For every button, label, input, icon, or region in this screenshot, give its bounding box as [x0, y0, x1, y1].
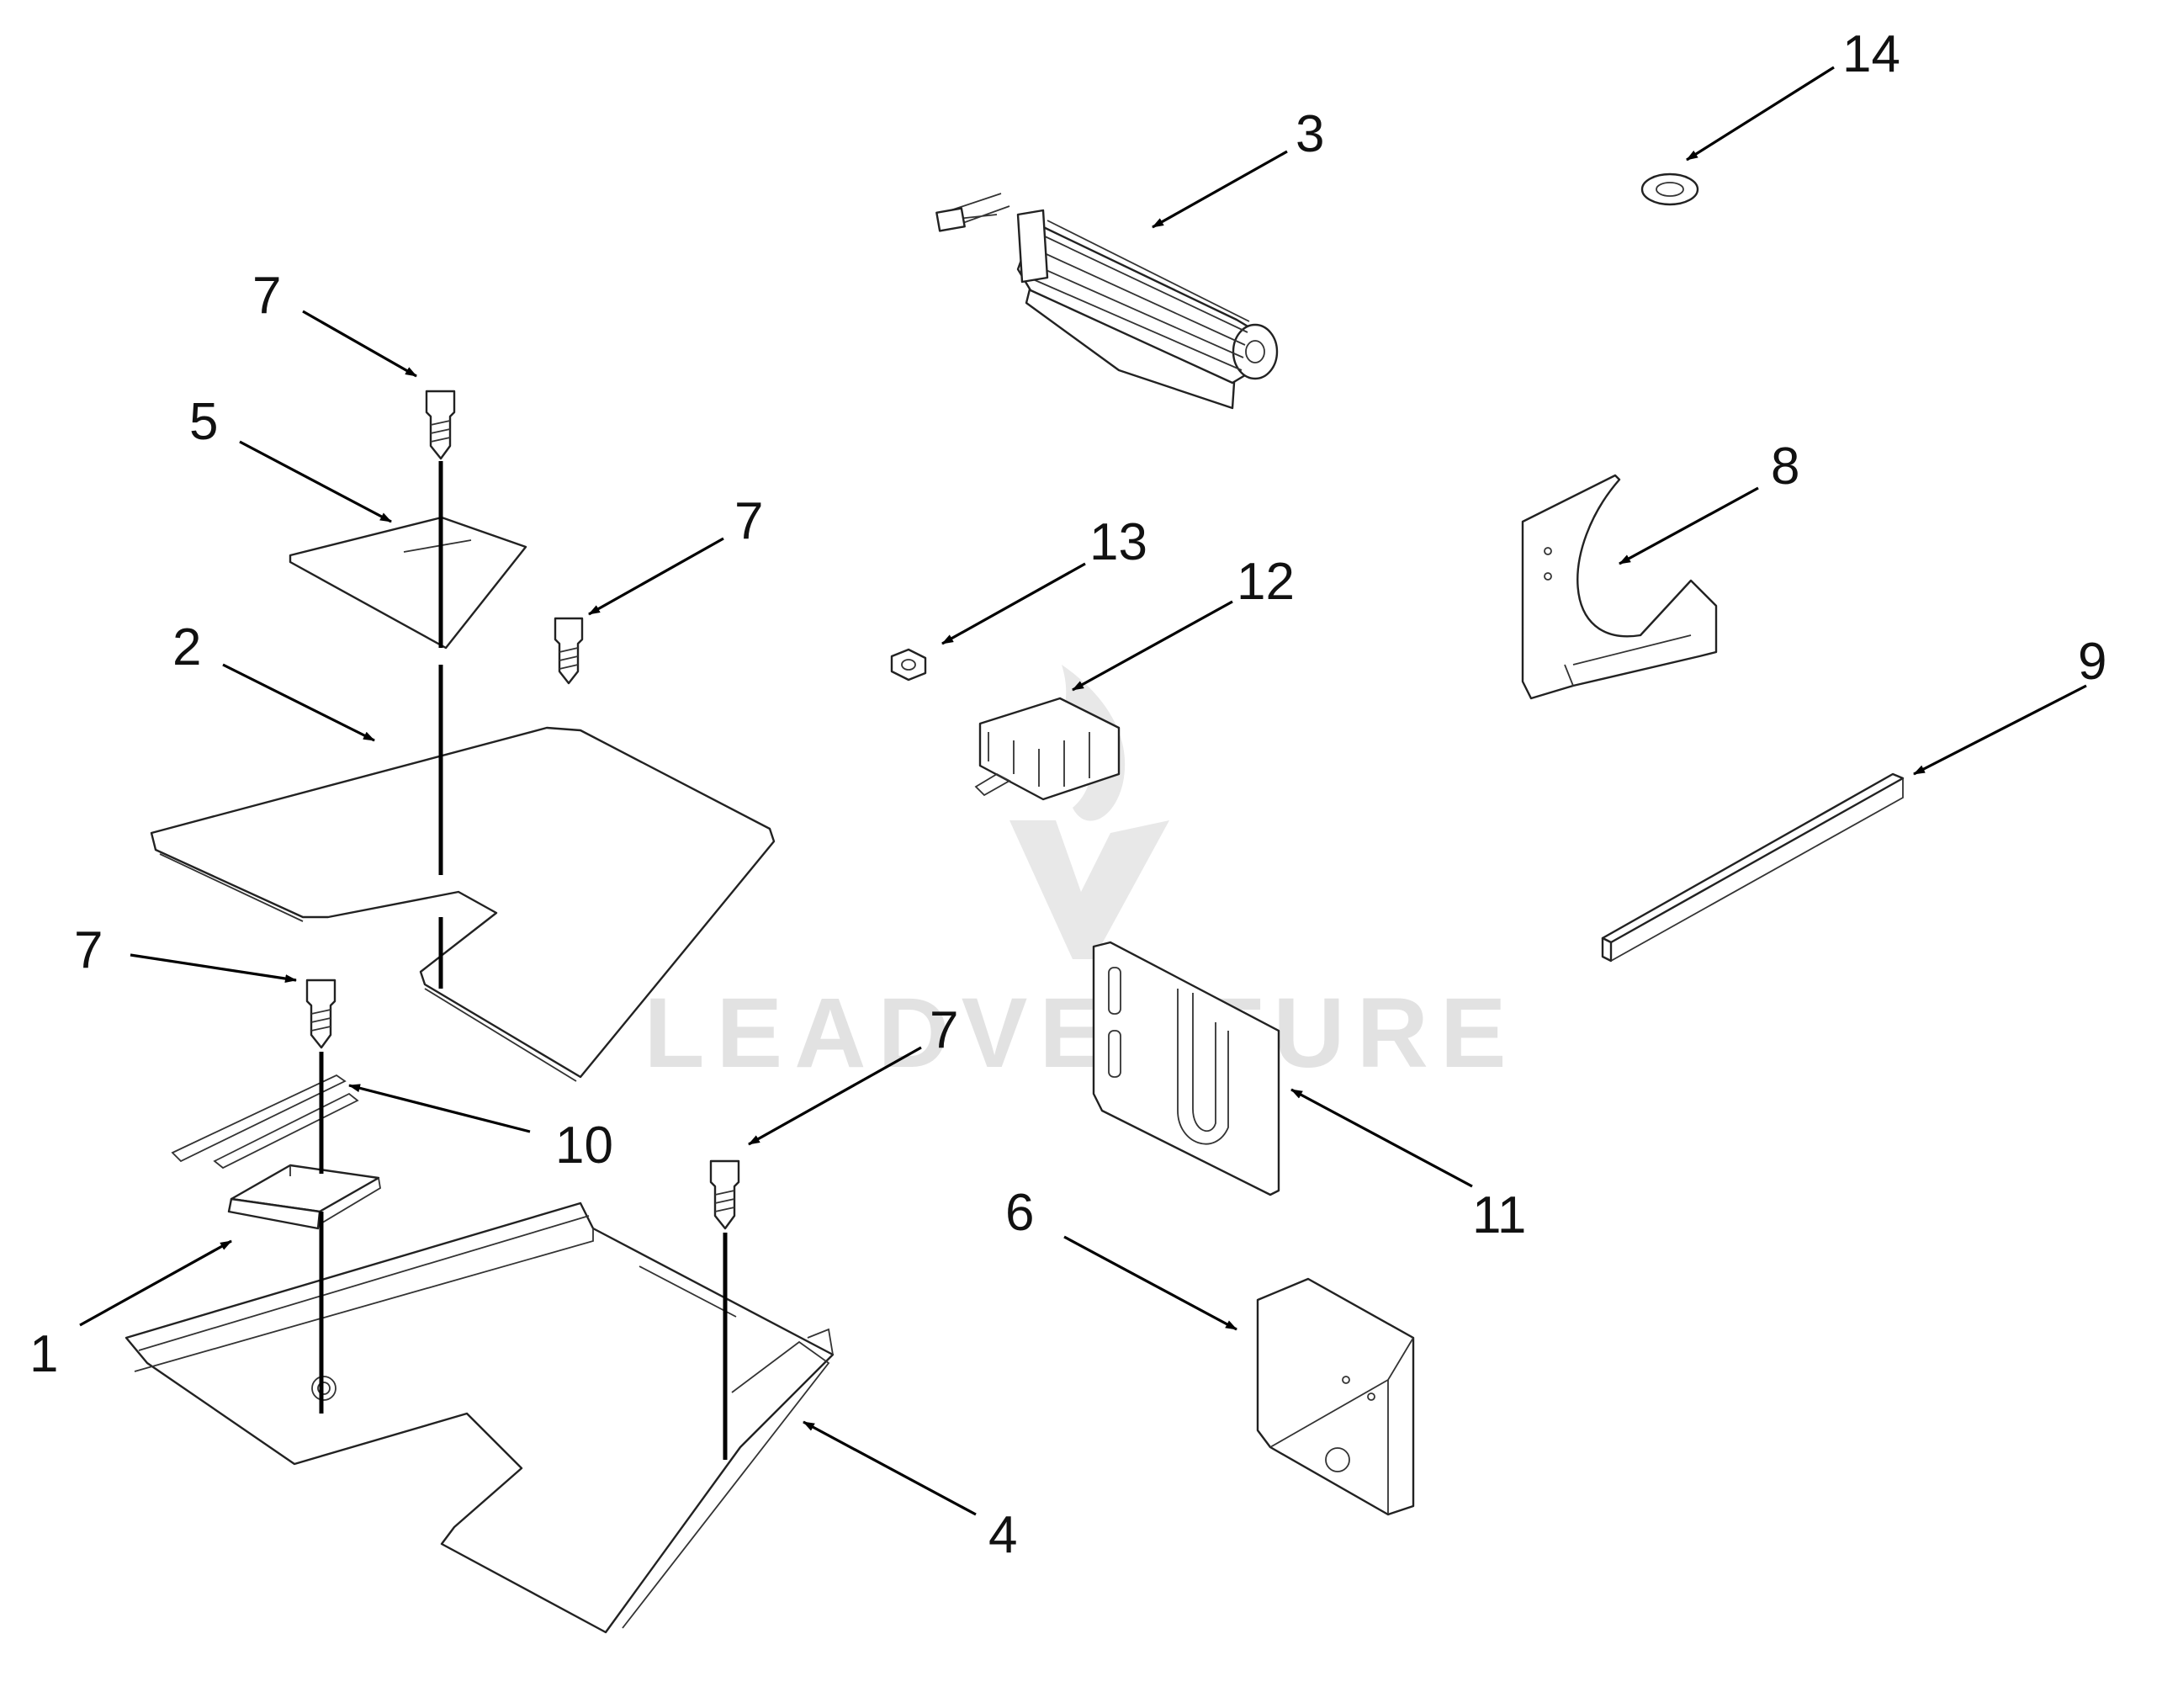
callout-6: 6: [1005, 1184, 1034, 1242]
part-2-plate: [150, 726, 776, 1082]
part-7-screw-c: [305, 979, 336, 1049]
arrow-11: [1072, 600, 1233, 692]
part-12-nut: [890, 648, 927, 682]
part-7-screw-b: [554, 617, 584, 685]
part-6-box-bracket: [1256, 1277, 1415, 1516]
leader-arrows: [79, 66, 2087, 1516]
part-4-base-pan: [125, 1201, 835, 1634]
arrow-10: [1686, 66, 1835, 162]
callout-7: 7: [74, 921, 103, 979]
part-11-terminal-block: [974, 697, 1121, 801]
arrow-2: [222, 663, 375, 742]
arrow-3: [1152, 150, 1288, 229]
arrow-7d: [748, 1046, 922, 1146]
callout-12: 13: [1089, 513, 1147, 571]
arrow-4: [803, 1420, 977, 1516]
arrow-6: [1063, 1235, 1237, 1331]
part-3-blower: [935, 193, 1279, 410]
arrow-7c: [130, 953, 297, 983]
callout-7: 7: [734, 492, 763, 550]
arrow-7a: [302, 310, 417, 378]
arrow-13: [1290, 1088, 1473, 1188]
arrow-12: [941, 562, 1086, 645]
callout-5: 5: [189, 393, 218, 451]
part-5-small-plate: [289, 516, 527, 650]
callout-9: 10: [555, 1117, 613, 1175]
callout-10: 14: [1842, 25, 1900, 83]
callout-7: 7: [930, 1001, 958, 1059]
callout-14: 9: [2078, 633, 2106, 691]
part-9-gasket: [171, 1074, 359, 1170]
callout-1: 1: [29, 1325, 58, 1383]
part-10-washer: [1640, 172, 1699, 206]
callout-8: 8: [1771, 438, 1799, 496]
part-1-bracket: [227, 1164, 381, 1230]
arrow-14: [1913, 684, 2087, 776]
part-8-bracket: [1521, 474, 1718, 700]
callout-7: 7: [252, 267, 281, 325]
part-14-rail: [1601, 772, 1905, 963]
part-13-u-plate: [1092, 941, 1280, 1196]
assembly-axis-lines: [319, 461, 728, 1460]
arrow-9: [348, 1084, 531, 1133]
part-7-screw-d: [709, 1159, 740, 1230]
watermark-v-icon: [1009, 820, 1169, 959]
watermark-text: LEADVENTURE: [644, 978, 1518, 1089]
part-7-screw-a: [425, 390, 456, 460]
arrow-5: [239, 440, 392, 523]
callout-11: 12: [1237, 553, 1295, 611]
arrow-8: [1619, 486, 1759, 565]
watermark: LEADVENTURE: [644, 665, 1518, 1089]
arrow-7b: [588, 537, 724, 616]
callout-13: 11: [1472, 1186, 1526, 1244]
callout-numbers: 7 5 7 2 7 10 1 7 4 3 14 13 12 8 9 11 6: [29, 25, 2106, 1564]
callout-3: 3: [1296, 105, 1324, 163]
arrow-1: [79, 1239, 232, 1327]
callout-4: 4: [988, 1506, 1017, 1564]
callout-2: 2: [172, 618, 201, 676]
